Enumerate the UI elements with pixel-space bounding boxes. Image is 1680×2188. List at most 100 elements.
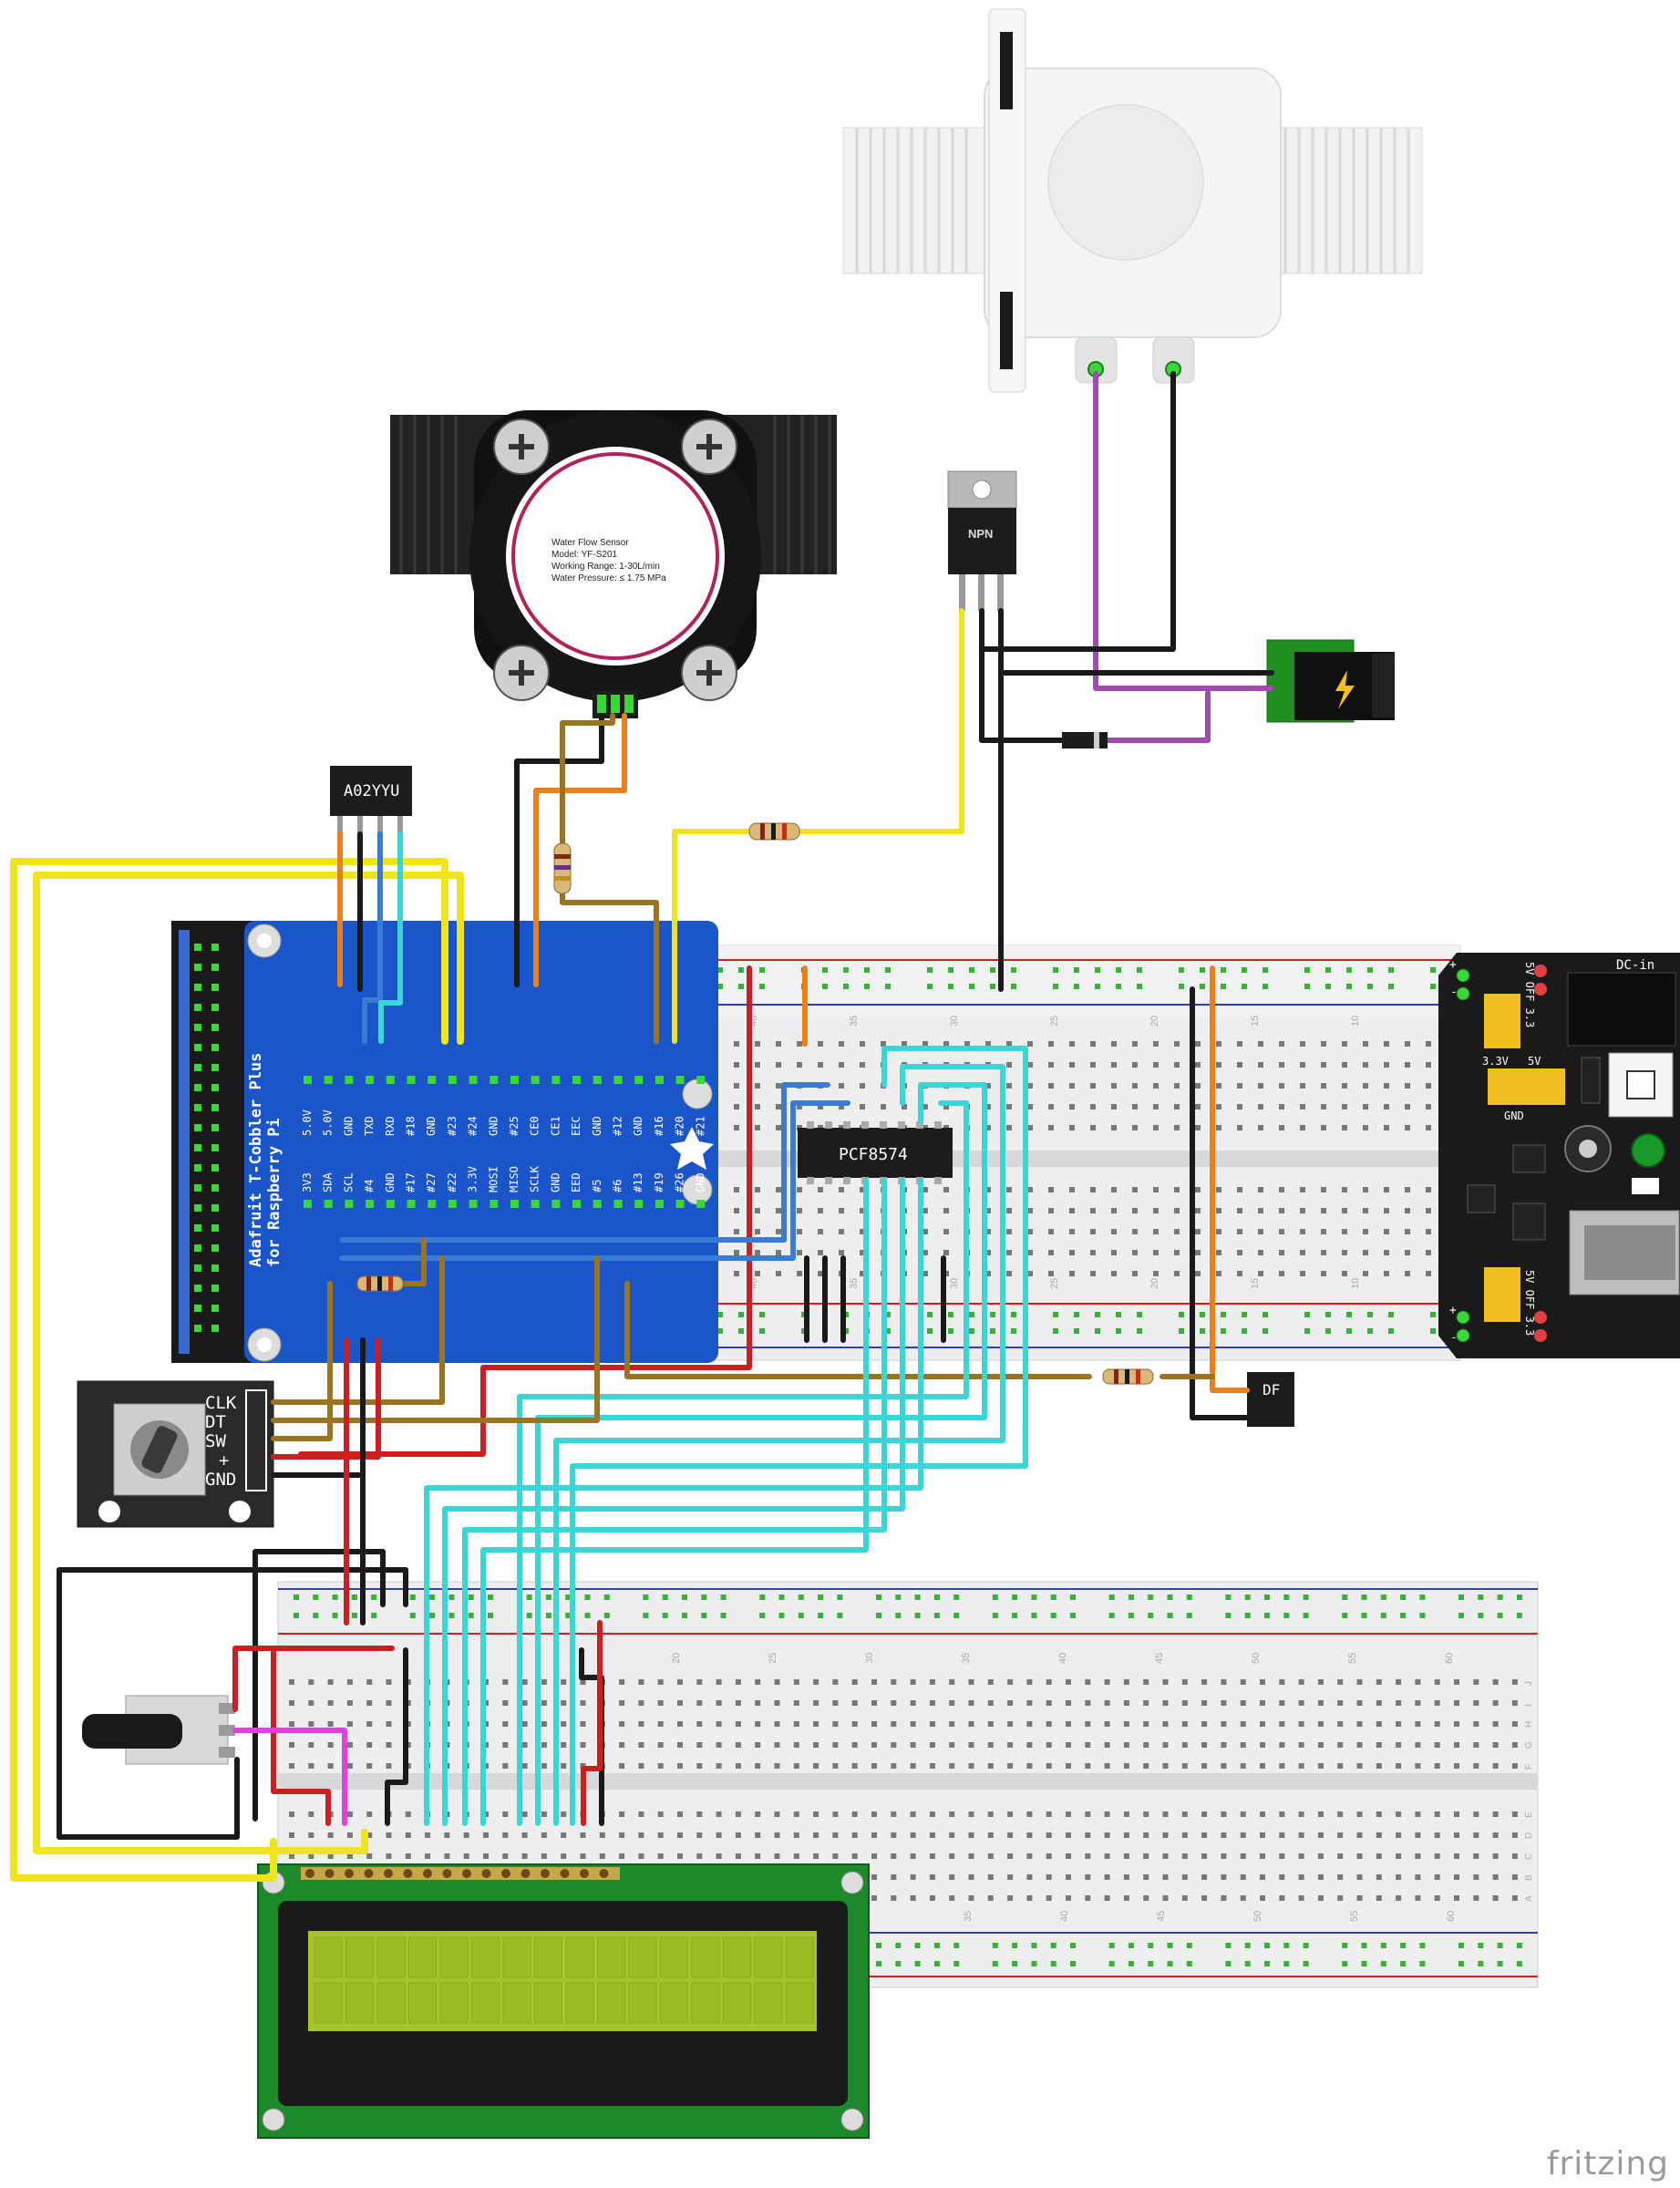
cobbler-bottom-pin-label: #13 [632,1172,644,1192]
bb-bottom-col-number: 60 [1444,1653,1455,1664]
wire-black-transistor [979,608,1065,743]
wire-red-encoder [271,1337,381,1460]
bb-bottom-col-number: 35 [961,1653,972,1664]
cobbler-top-pin-label: #25 [508,1116,520,1136]
bb-bottom-row-letter: A [1524,1895,1534,1902]
power-5v-label: 5V [1528,1055,1541,1068]
power-bottom-jumper-label: 5V OFF 3.3 [1523,1270,1536,1336]
bb-top-col-number: 10 [1350,1278,1361,1289]
df-label: DF [1263,1381,1280,1398]
ultrasonic-sensor [330,766,412,834]
cobbler-top-pin-label: TXD [363,1116,376,1136]
bb-bottom-row-letter: G [1524,1741,1534,1749]
cobbler-top-pin-label: 5.0V [301,1109,314,1136]
wire-cyan-6 [462,1178,887,1826]
wire-cyan-us [378,831,403,1044]
power-top-jumper-label: 5V OFF 3.3 [1523,962,1536,1027]
cobbler-bottom-pin-label: SCL [342,1172,355,1192]
cobbler-bottom-pin-label: MOSI [487,1166,500,1192]
power-minus-bottom: - [1450,1331,1458,1345]
wire-brown-df [624,1281,1092,1379]
flow-sensor-label-3: Working Range: 1-30L/min [551,562,660,572]
adafruit-flower-icon [670,1127,714,1170]
wire-cyan-4 [517,1100,969,1826]
bb-bottom-col-number: 40 [1059,1911,1070,1922]
power-bolt-icon [1335,670,1355,709]
cobbler-top-pin-label: #18 [405,1116,417,1136]
wire-red-pot-1 [232,1646,395,1712]
breadboard-power-module [1438,953,1680,1358]
flow-sensor-label-4: Water Pressure: ≤ 1.75 MPa [551,573,666,583]
cobbler-bottom-pin-label: #17 [405,1172,417,1192]
dc-barrel-jack [1266,639,1395,723]
cobbler-bottom-pin-label: GND [694,1172,706,1192]
power-gnd-label: GND [1504,1109,1524,1122]
bb-bottom-col-number: 40 [1057,1653,1068,1664]
cobbler-top-pin-label: EEC [570,1116,582,1136]
wire-cyan-8 [424,1178,923,1826]
t-cobbler-board [244,921,718,1363]
encoder-pin-gnd: GND [205,1470,236,1490]
bb-bottom-col-number: 55 [1349,1911,1360,1922]
cobbler-top-pin-label: #20 [674,1116,686,1136]
wire-cyan-7 [442,1178,905,1826]
power-plus-bottom: + [1449,1304,1457,1317]
bb-bottom-row-letter: H [1524,1721,1534,1728]
fritzing-watermark: fritzing [1546,2145,1669,2183]
power-dc-label: DC-in [1616,958,1654,973]
resistor-flow [553,842,572,894]
cobbler-top-pin-label: #12 [612,1116,624,1136]
cobbler-bottom-pin-label: GND [384,1172,397,1192]
wire-cyan-2 [553,1064,1005,1826]
cobbler-title-2: for Raspberry Pi [265,1118,283,1267]
cobbler-top-pin-label: 5.0V [322,1109,335,1136]
diode [1062,732,1108,748]
wire-blue-scl [339,1100,850,1261]
bb-bottom-col-number: 25 [768,1653,778,1664]
bb-top-col-number: 20 [1149,1016,1160,1027]
encoder-pin-dt: DT [205,1412,226,1432]
cobbler-top-pin-label: #21 [694,1116,706,1136]
wire-black-df [1190,986,1250,1420]
wire-blue-sda [339,1082,830,1243]
cobbler-bottom-pin-label: #26 [674,1172,686,1192]
cobbler-bottom-pin-label: 3.3V [467,1166,479,1192]
encoder-pin-clk: CLK [205,1393,237,1413]
wire-red-main [298,965,752,1457]
cobbler-top-pin-label: GND [487,1116,500,1136]
bb-top-col-number: 35 [849,1278,860,1289]
bb-bottom-col-number: 55 [1347,1653,1358,1664]
wire-purple-diode [1105,690,1211,743]
encoder-pin-sw: SW [205,1431,226,1451]
solenoid-valve [842,8,1423,393]
ultrasonic-label: A02YYU [344,782,399,800]
wire-black-pot-box [57,1567,408,1840]
bb-top-col-number: 20 [1149,1278,1160,1289]
wire-brown-sw [271,1281,333,1441]
power-3v3-label: 3.3V [1482,1055,1509,1068]
bb-bottom-col-number: 50 [1251,1653,1262,1664]
cobbler-top-pin-label: GND [591,1116,603,1136]
cobbler-bottom-pin-label: #19 [653,1172,665,1192]
bb-top-col-number: 30 [949,1278,960,1289]
resistor-cobbler [356,1275,404,1292]
bb-bottom-col-number: 45 [1156,1911,1167,1922]
bb-bottom-col-number: 60 [1446,1911,1457,1922]
wire-blue-us [362,831,383,1044]
transistor-label: NPN [968,527,993,541]
encoder-pin-plus: + [219,1450,229,1471]
wire-magenta-pot [232,1728,347,1826]
bb-bottom-row-letter: F [1524,1764,1534,1770]
bb-bottom-row-letter: J [1524,1681,1534,1686]
wire-black-valve [979,371,1176,652]
cobbler-top-pin-label: #16 [653,1116,665,1136]
cobbler-bottom-pin-label: SDA [322,1172,335,1192]
cobbler-top-pin-label: GND [425,1116,438,1136]
cobbler-bottom-pin-label: SCLK [529,1165,541,1192]
bb-top-col-number: 30 [949,1016,960,1027]
cobbler-top-pin-label: CE0 [529,1116,541,1136]
cobbler-top-pin-label: #24 [467,1116,479,1136]
wire-cyan-1 [570,1046,1028,1826]
